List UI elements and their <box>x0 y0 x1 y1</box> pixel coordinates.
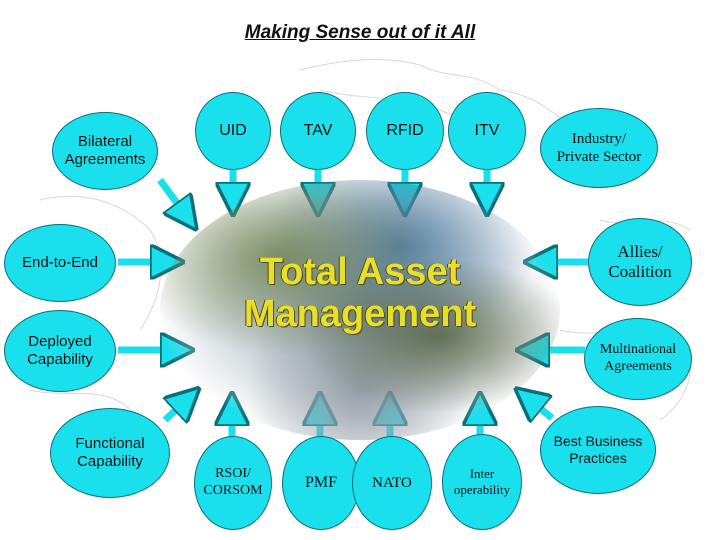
center-photo-collage <box>160 180 560 440</box>
node-rfid: RFID <box>366 92 444 170</box>
node-deployed-capability: Deployed Capability <box>4 310 116 392</box>
node-pmf: PMF <box>282 436 360 530</box>
node-tav: TAV <box>280 92 356 170</box>
node-rsoi-corsom: RSOI/ CORSOM <box>194 436 272 530</box>
page-title: Making Sense out of it All <box>244 22 476 43</box>
node-bilateral-agreements: Bilateral Agreements <box>52 112 158 190</box>
node-best-business-practices: Best Business Practices <box>540 406 656 494</box>
node-itv: ITV <box>448 92 526 170</box>
node-end-to-end: End-to-End <box>4 224 116 302</box>
node-interoperability: Inter operability <box>442 434 522 530</box>
node-industry-private-sector: Industry/ Private Sector <box>540 108 658 188</box>
arrow-bilateral <box>157 177 193 225</box>
node-functional-capability: Functional Capability <box>50 408 170 498</box>
node-allies-coalition: Allies/ Coalition <box>588 218 692 306</box>
arrow-best <box>520 392 555 418</box>
node-multinational-agreements: Multinational Agreements <box>584 318 692 400</box>
center-label-total-asset-management: Total Asset Management <box>243 251 477 335</box>
arrow-functional <box>165 392 195 420</box>
node-nato: NATO <box>352 436 432 530</box>
node-uid: UID <box>195 92 271 170</box>
